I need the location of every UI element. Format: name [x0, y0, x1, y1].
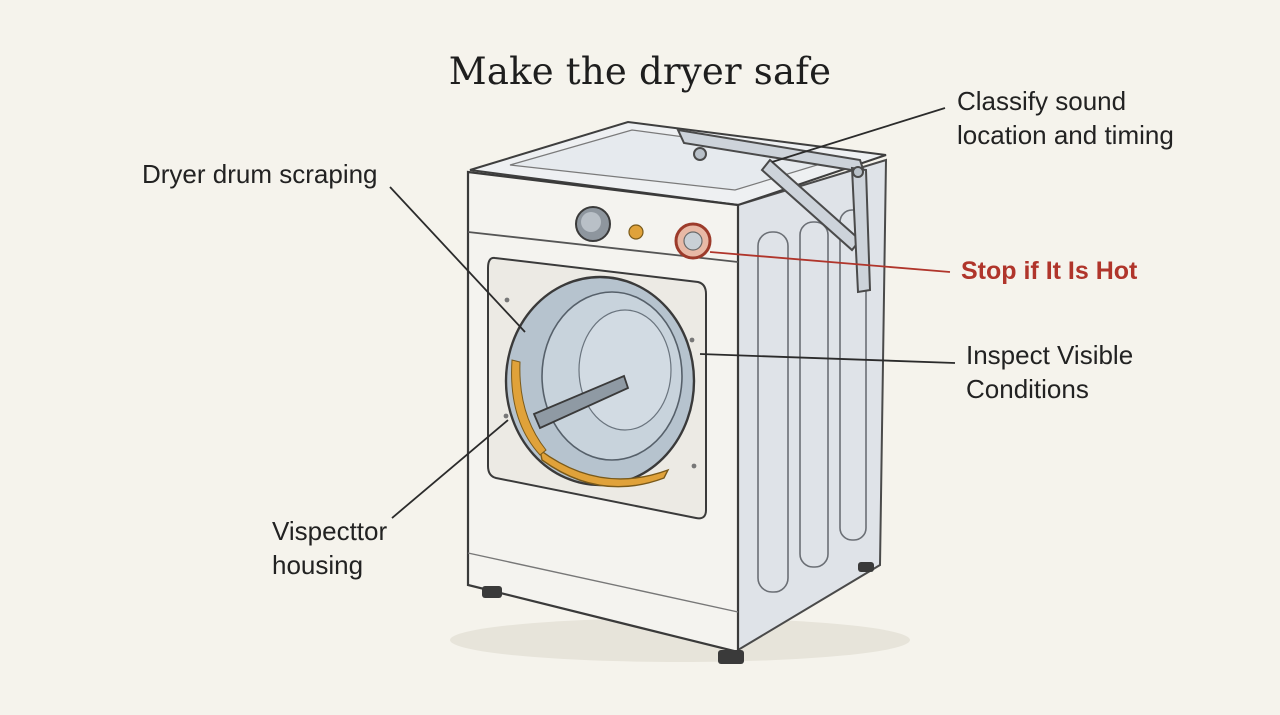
- lid-hinge-bracket: [676, 128, 872, 294]
- label-housing-line1: Vispecttor: [272, 516, 388, 546]
- label-inspect-line1: Inspect Visible: [966, 340, 1134, 370]
- door-screws: [503, 297, 697, 469]
- label-classify-sound: Classify sound location and timing: [957, 84, 1174, 152]
- label-drum-scraping: Dryer drum scraping: [142, 157, 378, 191]
- drum-left-rim: [511, 359, 547, 456]
- label-stop-if-hot: Stop if It Is Hot: [961, 254, 1137, 288]
- indicator-light: [628, 224, 644, 240]
- side-ribs: [757, 209, 867, 593]
- leader-drum-scraping: [389, 186, 526, 333]
- dryer-feet: [482, 562, 874, 664]
- drum-lint-edge: [538, 448, 670, 488]
- label-inspect-visible: Inspect Visible Conditions: [966, 338, 1133, 406]
- floor-shadow: [450, 618, 910, 662]
- page-title: Make the dryer safe: [448, 50, 832, 93]
- label-housing-line2: housing: [272, 550, 364, 580]
- base-divider: [467, 552, 739, 613]
- leader-inspect: [699, 353, 956, 364]
- leader-housing: [391, 419, 509, 519]
- control-knob-right: [674, 222, 712, 260]
- drum-back: [578, 309, 672, 431]
- leader-classify: [771, 107, 946, 163]
- label-inspect-line2: Conditions: [966, 374, 1089, 404]
- label-housing: Vispecttor housing: [272, 514, 387, 582]
- leader-lines: [389, 107, 956, 519]
- label-drum-scraping-text: Dryer drum scraping: [142, 159, 378, 189]
- leader-stop-hot: [709, 251, 951, 273]
- label-stop-text: Stop if It Is Hot: [961, 257, 1138, 285]
- control-knob-left: [575, 206, 611, 242]
- label-classify-line2: location and timing: [957, 120, 1174, 150]
- drum-baffle: [532, 374, 630, 430]
- label-classify-line1: Classify sound: [957, 86, 1127, 116]
